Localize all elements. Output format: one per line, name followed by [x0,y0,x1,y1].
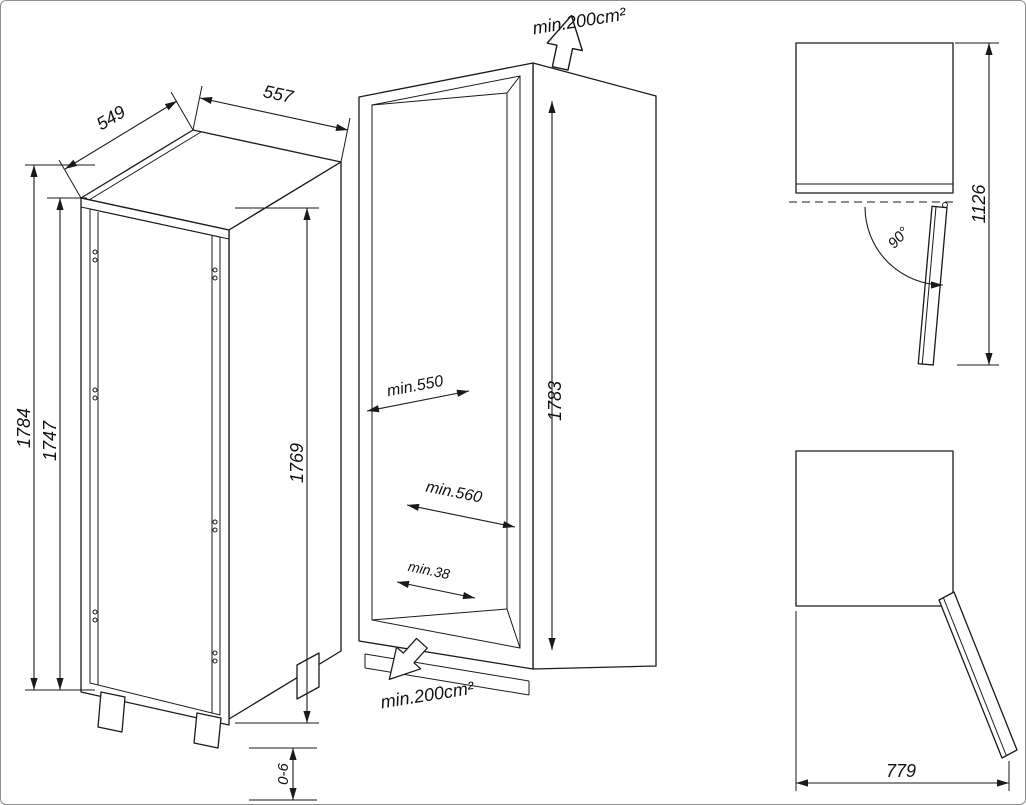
door-swing-arc [864,206,944,289]
appliance-body-height-label: 1769 [287,443,307,483]
dim-appliance-door-height: 1747 [40,197,87,690]
appliance-isometric-view: 549 557 1784 1747 1769 [14,81,351,801]
dim-depth-door-open: 1126 [955,42,999,366]
vent-down-arrow-icon [388,637,428,681]
open-door-plan [917,205,948,366]
depth-door-open-label: 1126 [969,184,989,224]
dim-appliance-width: 557 [192,81,351,163]
vent-up-arrow-icon [546,14,584,71]
appliance-width-label: 557 [261,81,296,107]
door-angle-label: 90° [885,224,913,252]
open-door-side [938,591,1018,759]
vent-bottom-label: min.200cm² [379,678,476,713]
appliance-door-height-label: 1747 [40,420,60,461]
housing-niche-view: min.200cm² min.200cm² min.550 min.560 mi… [358,4,657,713]
dim-feet-adjustment: 0-6 [249,747,317,801]
dim-niche-height: 1783 [545,101,565,650]
hinge-point-icon [942,202,948,208]
feet-range-label: 0-6 [275,763,292,785]
dim-width-door-open: 779 [795,611,1010,791]
appliance-depth-label: 549 [93,102,129,135]
dim-appliance-body-height: 1769 [235,207,319,724]
width-door-open-label: 779 [886,761,916,781]
vent-top-label: min.200cm² [531,4,628,39]
plan-view-door-swing: 90° 1126 [789,42,999,366]
niche-height-label: 1783 [545,381,565,421]
dim-appliance-overall-height: 1784 [14,164,95,691]
side-view-door-open: 779 [795,450,1018,791]
door-screw-dots-icon [92,249,218,664]
appliance-overall-height-label: 1784 [14,408,34,448]
